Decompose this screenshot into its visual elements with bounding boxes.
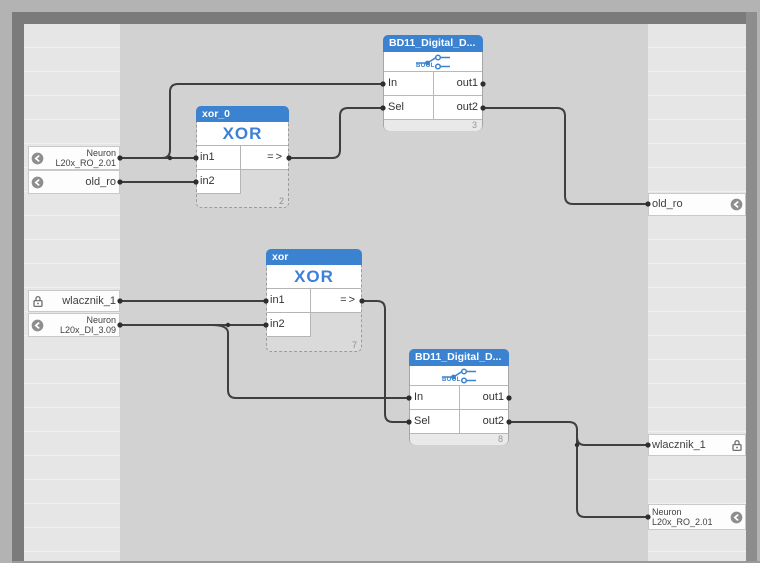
circle-arrow-icon [728, 198, 745, 211]
port-in[interactable]: In [384, 72, 434, 95]
execution-order: 2 [278, 196, 284, 206]
block-header: BD11_Digital_D... [383, 35, 483, 52]
datatype-label: BOOL [442, 377, 461, 383]
tag-label-2: L20x_DI_3.09 [59, 325, 116, 335]
tag-label: old_ro [85, 175, 116, 188]
block-header: xor_0 [196, 106, 289, 122]
block-header: xor [266, 249, 362, 265]
port-out1[interactable]: out1 [456, 77, 478, 89]
tag-label-2: L20x_RO_2.01 [652, 517, 713, 527]
tag-label: Neuron [652, 506, 682, 517]
vertical-scrollbar[interactable] [746, 12, 757, 563]
block-body: XOR in1 => in2 7 [266, 265, 362, 352]
block-xor-0[interactable]: xor_0 XOR in1 => in2 2 [196, 106, 289, 208]
circle-arrow-icon [29, 319, 46, 332]
execution-order: 3 [384, 120, 482, 131]
block-bd11-top[interactable]: BD11_Digital_D... BOOL In out1 Sel out [383, 35, 483, 131]
datatype-label: BOOL [416, 63, 435, 69]
demux-icon [416, 53, 450, 70]
output-rail [648, 24, 746, 563]
block-icon-row: BOOL [410, 366, 508, 386]
port-in1[interactable]: in1 [267, 289, 311, 313]
port-in2[interactable]: in2 [267, 313, 311, 337]
frame-border-bottom [12, 561, 760, 563]
frame-border-left [12, 12, 24, 563]
port-sel[interactable]: Sel [410, 410, 460, 433]
block-type-label: XOR [197, 122, 288, 146]
port-out[interactable]: => [241, 146, 288, 170]
block-header: BD11_Digital_D... [409, 349, 509, 366]
tag-label: Neuron [86, 314, 116, 325]
tag-label: wlacznik_1 [62, 294, 116, 307]
block-bd11-bottom[interactable]: BD11_Digital_D... BOOL In out1 Sel out [409, 349, 509, 445]
input-tag-old-ro[interactable]: old_ro [28, 170, 120, 194]
output-tag-old-ro[interactable]: old_ro [648, 193, 746, 216]
tag-label: old_ro [652, 198, 683, 210]
port-in2[interactable]: in2 [197, 170, 241, 194]
port-out2[interactable]: out2 [482, 415, 504, 427]
input-tag-wlacznik[interactable]: wlacznik_1 [28, 290, 120, 312]
port-out[interactable]: => [311, 289, 361, 313]
block-body: XOR in1 => in2 2 [196, 122, 289, 208]
port-in1[interactable]: in1 [197, 146, 241, 170]
block-type-label: XOR [267, 265, 361, 289]
circle-arrow-icon [29, 176, 46, 189]
circle-arrow-icon [728, 511, 745, 524]
frame-border-top [12, 12, 757, 24]
tag-label: wlacznik_1 [652, 438, 706, 451]
port-in[interactable]: In [410, 386, 460, 409]
tag-label: Neuron [86, 147, 116, 158]
execution-order: 8 [410, 434, 508, 445]
execution-order: 7 [351, 340, 357, 350]
block-xor-1[interactable]: xor XOR in1 => in2 7 [266, 249, 362, 352]
demux-icon [442, 367, 476, 384]
output-tag-wlacznik[interactable]: wlacznik_1 [648, 434, 746, 456]
circle-arrow-icon [29, 152, 46, 165]
port-out1[interactable]: out1 [482, 391, 504, 403]
port-sel[interactable]: Sel [384, 96, 434, 119]
port-out2[interactable]: out2 [456, 101, 478, 113]
lock-icon [29, 295, 46, 308]
tag-label-2: L20x_RO_2.01 [55, 158, 116, 168]
block-icon-row: BOOL [384, 52, 482, 72]
lock-icon [728, 439, 745, 452]
